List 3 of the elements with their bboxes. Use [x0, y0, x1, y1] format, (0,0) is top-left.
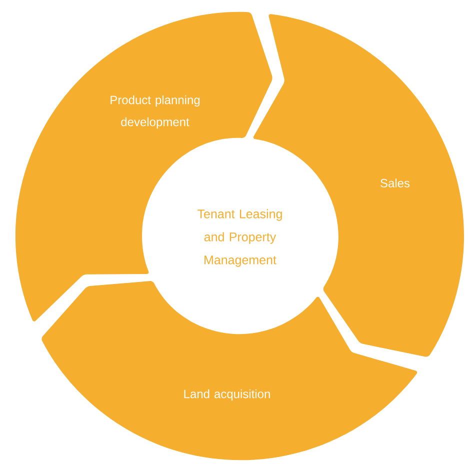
node-label: Sales — [380, 178, 410, 188]
node-label: Product planning development — [110, 95, 200, 129]
arrow-segment: Land acquisition — [42, 281, 418, 460]
